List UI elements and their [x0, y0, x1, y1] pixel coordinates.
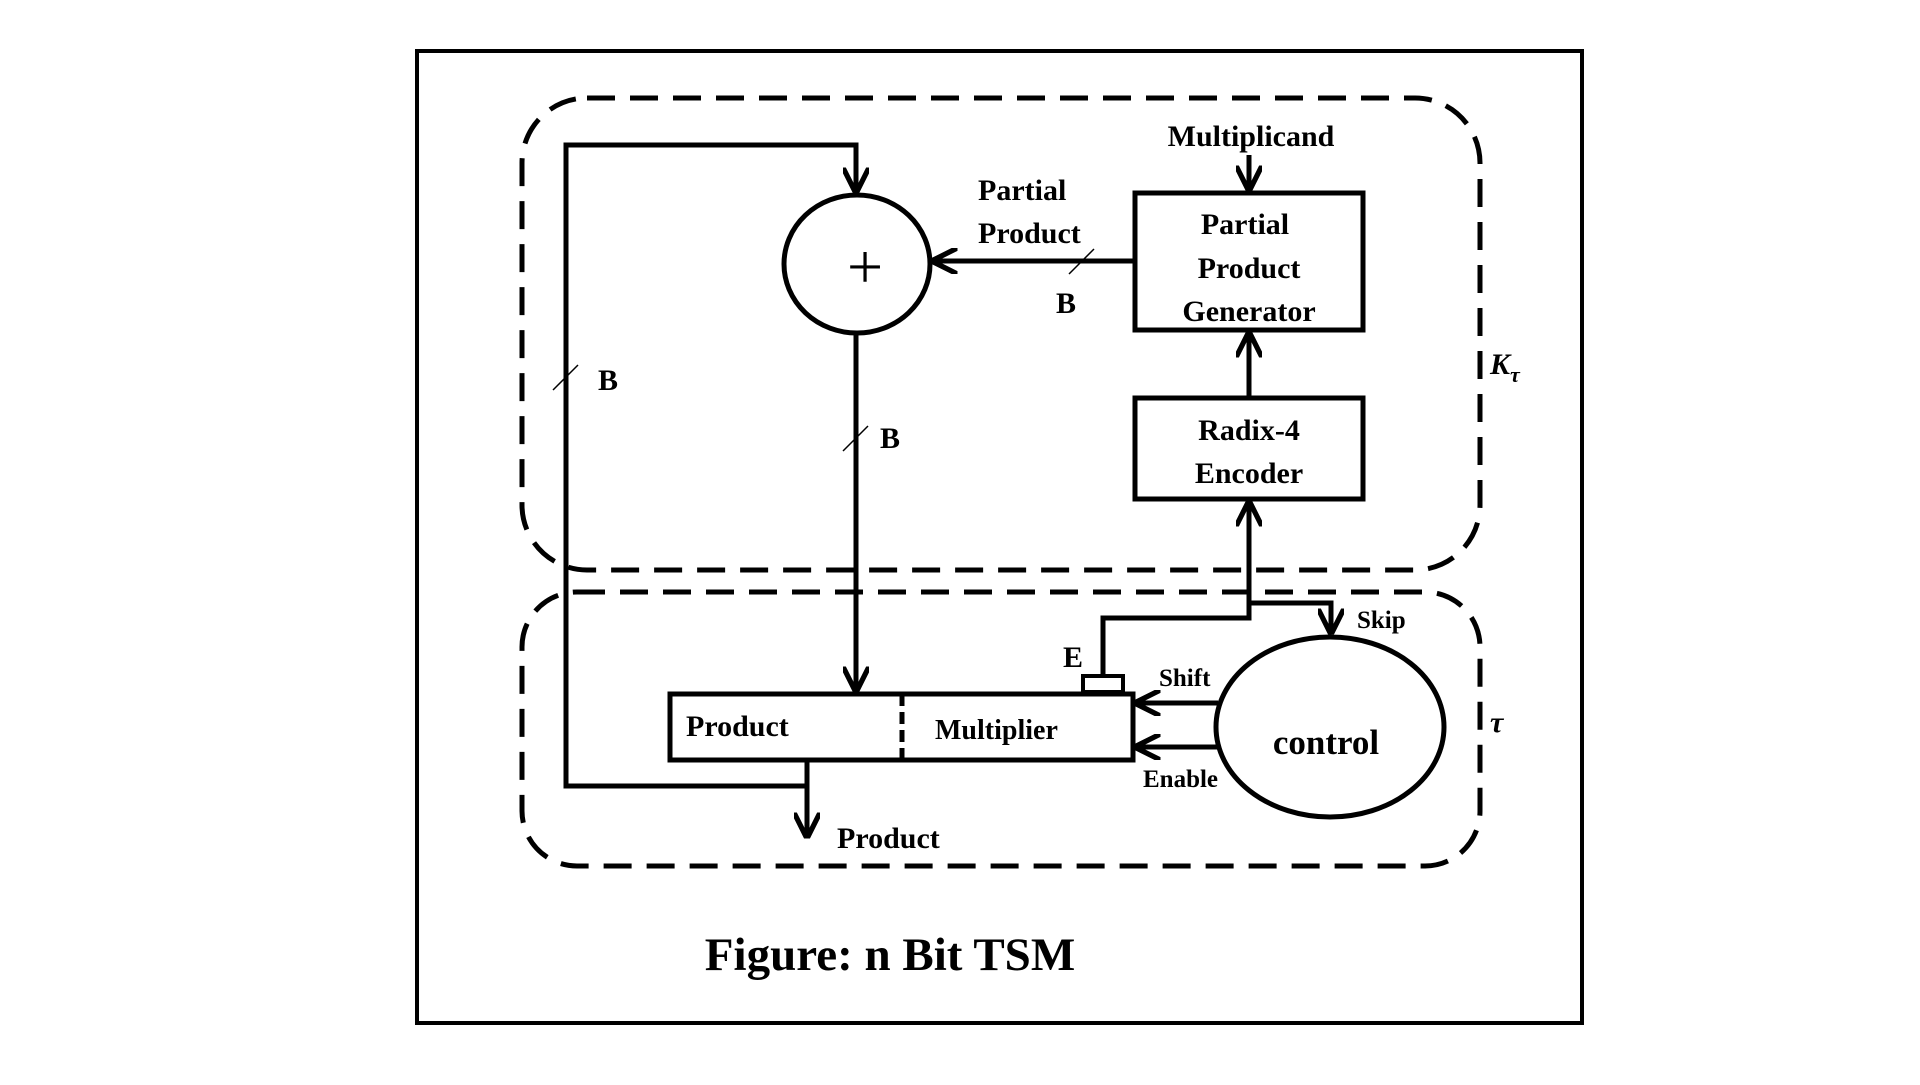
- feedback-wire: [563, 142, 856, 789]
- partial-product-label-line1: Partial: [978, 174, 1066, 207]
- bus-width-label-left: B: [598, 364, 618, 397]
- multiplier-to-encoder-wire: [1100, 503, 1249, 676]
- register-product-label: Product: [686, 710, 789, 743]
- enable-flag-box: [1081, 674, 1125, 694]
- encoder-label-line2: Encoder: [1195, 457, 1303, 490]
- enable-label: Enable: [1143, 766, 1218, 793]
- figure-caption: Figure: n Bit TSM: [705, 929, 1075, 981]
- bus-slash-top: [1068, 248, 1095, 275]
- region-k-subscript: τ: [1510, 362, 1521, 387]
- figure-frame: [415, 49, 1584, 1025]
- bus-width-label-top: B: [1056, 287, 1076, 320]
- radix4-encoder-block: [1132, 395, 1366, 502]
- adder-plus-symbol: +: [847, 231, 883, 302]
- bus-slash-center: [842, 425, 869, 452]
- ppg-label-line1: Partial: [1201, 208, 1289, 241]
- region-k-tau: [519, 95, 1483, 573]
- ppg-label-line3: Generator: [1182, 295, 1315, 328]
- shift-label: Shift: [1159, 665, 1211, 692]
- ppg-label-line2: Product: [1198, 252, 1301, 285]
- region-tau-label: τ: [1490, 706, 1505, 739]
- region-k-tau-label: Kτ: [1489, 348, 1521, 387]
- partial-product-label-line2: Product: [978, 217, 1081, 250]
- skip-wire: [1249, 600, 1331, 632]
- register-multiplier-label: Multiplier: [935, 715, 1058, 746]
- bus-width-label-center: B: [880, 422, 900, 455]
- multiplicand-label: Multiplicand: [1168, 120, 1335, 153]
- product-output-label: Product: [837, 822, 940, 855]
- bus-slash-left: [552, 364, 579, 391]
- region-k-letter: K: [1489, 348, 1512, 381]
- skip-label: Skip: [1357, 607, 1406, 634]
- encoder-label-line1: Radix-4: [1198, 414, 1300, 447]
- control-label: control: [1273, 723, 1380, 762]
- region-tau: [519, 589, 1483, 869]
- control-unit: [1213, 634, 1447, 820]
- enable-register-label: E: [1063, 641, 1083, 674]
